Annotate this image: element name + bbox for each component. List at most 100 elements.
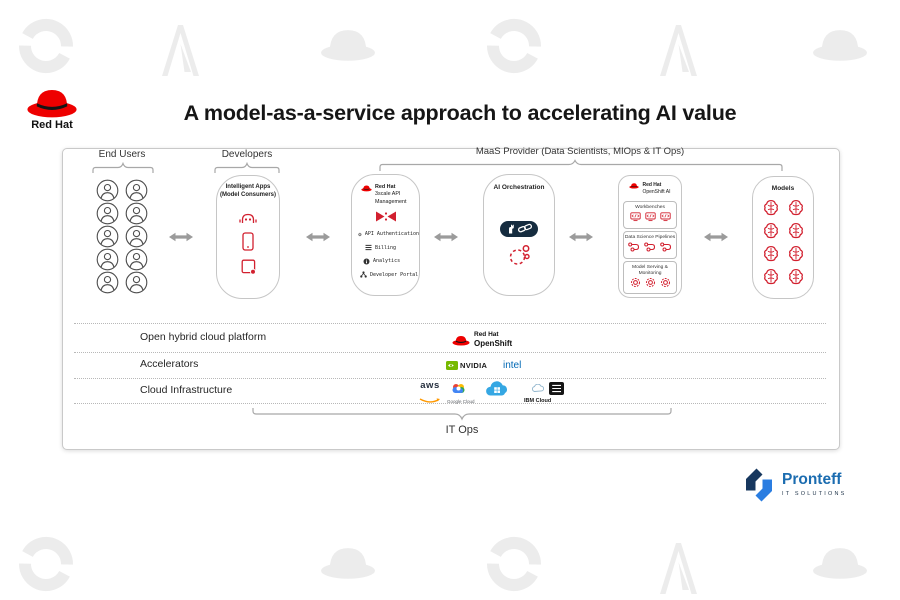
openshift-ai-box: Red Hat OpenShift AI Workbenches Data Sc… (618, 175, 682, 298)
serving-gear-icon (630, 278, 640, 288)
smartphone-icon (242, 231, 254, 251)
model-brain-icon (764, 268, 778, 285)
api-management-box: Red Hat 3scale API Management API Authen… (351, 174, 420, 296)
model-brain-icon (764, 222, 778, 239)
model-serving-section: Model Serving & Monitoring (623, 261, 677, 294)
watermark-swirl-icon (18, 18, 73, 73)
ibm-cloud-text: IBM Cloud (524, 398, 552, 404)
layer-divider (74, 403, 826, 404)
user-icon (125, 179, 148, 202)
intelligent-apps-box: Intelligent Apps (Model Consumers) (216, 175, 280, 299)
user-icon (96, 179, 119, 202)
model-brain-icon (789, 268, 803, 285)
api-feature-label: API Authentication (364, 231, 419, 238)
ibm-cloud-icon (531, 383, 544, 392)
maas-provider-label: MaaS Provider (Data Scientists, MIOps & … (475, 146, 685, 157)
workbenches-label: Workbenches (635, 204, 665, 210)
user-icon (125, 271, 148, 294)
models-box: Models (752, 176, 814, 299)
user-icon (125, 202, 148, 225)
flow-arrow-icon (306, 232, 330, 242)
models-grid (762, 199, 805, 286)
user-icon (125, 225, 148, 248)
diagram-panel (62, 148, 840, 450)
api-box-product-line1: 3scale API (375, 191, 401, 198)
flow-arrow-icon (569, 232, 593, 242)
end-users-label: End Users (98, 149, 146, 160)
watermark-hat-icon (813, 30, 867, 61)
workbench-icon (659, 212, 671, 222)
page-title: A model-as-a-service approach to acceler… (183, 101, 737, 125)
serving-gear-icon (645, 278, 655, 288)
openshift-ai-product: OpenShift AI (642, 188, 671, 195)
ibm-cloud-logo: IBM Cloud (524, 380, 552, 404)
model-brain-icon (789, 199, 803, 216)
google-cloud-icon (452, 384, 464, 393)
openshift-logo: Red Hat OpenShift (452, 331, 512, 348)
dashed-network-icon (509, 245, 530, 265)
ai-orchestration-title: AI Orchestration (493, 184, 545, 191)
model-serving-label: Model Serving & Monitoring (632, 264, 668, 276)
llama-link-badge-icon (500, 221, 538, 237)
intel-logo: intel (503, 360, 522, 371)
server-rack-icon (549, 382, 564, 395)
aws-smile-icon (419, 397, 440, 403)
flow-arrow-icon (169, 232, 193, 242)
google-cloud-logo: Google Cloud (447, 381, 475, 404)
nvidia-eye-icon (446, 361, 458, 370)
model-brain-icon (789, 245, 803, 262)
layer-divider (74, 378, 826, 379)
watermark-a-icon (660, 543, 697, 594)
aws-logo: aws (419, 381, 441, 409)
pipeline-icon (660, 242, 672, 252)
watermark-a-icon (162, 25, 199, 76)
redhat-fedora-icon (629, 183, 640, 189)
app-window-icon (241, 259, 256, 275)
redhat-fedora-icon (361, 185, 372, 192)
redhat-logo-label: Red Hat (31, 119, 73, 131)
layer-label-cloud-infra: Cloud Infrastructure (140, 384, 233, 396)
model-brain-icon (789, 222, 803, 239)
redhat-fedora-icon (27, 89, 77, 118)
maas-provider-bracket (379, 159, 783, 171)
nvidia-logo-text: NVIDIA (460, 361, 488, 370)
model-brain-icon (764, 199, 778, 216)
gear-icon (358, 232, 362, 237)
azure-cloud-icon (486, 381, 507, 396)
redhat-fedora-icon (452, 335, 470, 346)
pipeline-icon (644, 242, 656, 252)
api-box-product-line2: Management (375, 198, 407, 205)
openshift-ai-brand: Red Hat (642, 182, 662, 188)
pronteff-logo: Pronteff IT SOLUTIONS (742, 466, 847, 504)
developers-bracket (214, 162, 280, 173)
nvidia-logo: NVIDIA (446, 361, 487, 370)
watermark-swirl-icon (18, 537, 73, 591)
user-icon (96, 271, 119, 294)
pronteff-icon (746, 468, 772, 502)
models-title: Models (771, 185, 795, 192)
api-box-brand: Red Hat (375, 184, 396, 190)
layer-divider (74, 323, 826, 324)
chatbot-icon (239, 213, 257, 223)
openshift-logo-line2: OpenShift (474, 338, 513, 348)
layer-divider (74, 352, 826, 353)
user-icon (96, 225, 119, 248)
workbenches-section: Workbenches (623, 201, 677, 229)
sitemap-icon (360, 271, 367, 278)
api-feature-label: Billing (375, 244, 397, 251)
watermark-swirl-icon (487, 18, 541, 73)
layer-label-platform: Open hybrid cloud platform (140, 331, 267, 343)
it-ops-label: IT Ops (445, 424, 479, 436)
api-feature-row: Billing (365, 244, 419, 251)
layer-label-accelerators: Accelerators (140, 358, 199, 370)
it-ops-bracket (252, 408, 672, 421)
google-cloud-caption: Google Cloud (447, 399, 475, 404)
analytics-icon (363, 258, 370, 265)
openshift-logo-line1: Red Hat (474, 331, 499, 338)
flow-arrow-icon (704, 232, 728, 242)
workbench-icon (644, 212, 656, 222)
billing-icon (365, 245, 372, 251)
intelligent-apps-title: Intelligent Apps (Model Consumers) (219, 184, 276, 198)
3scale-butterfly-icon (375, 211, 396, 222)
